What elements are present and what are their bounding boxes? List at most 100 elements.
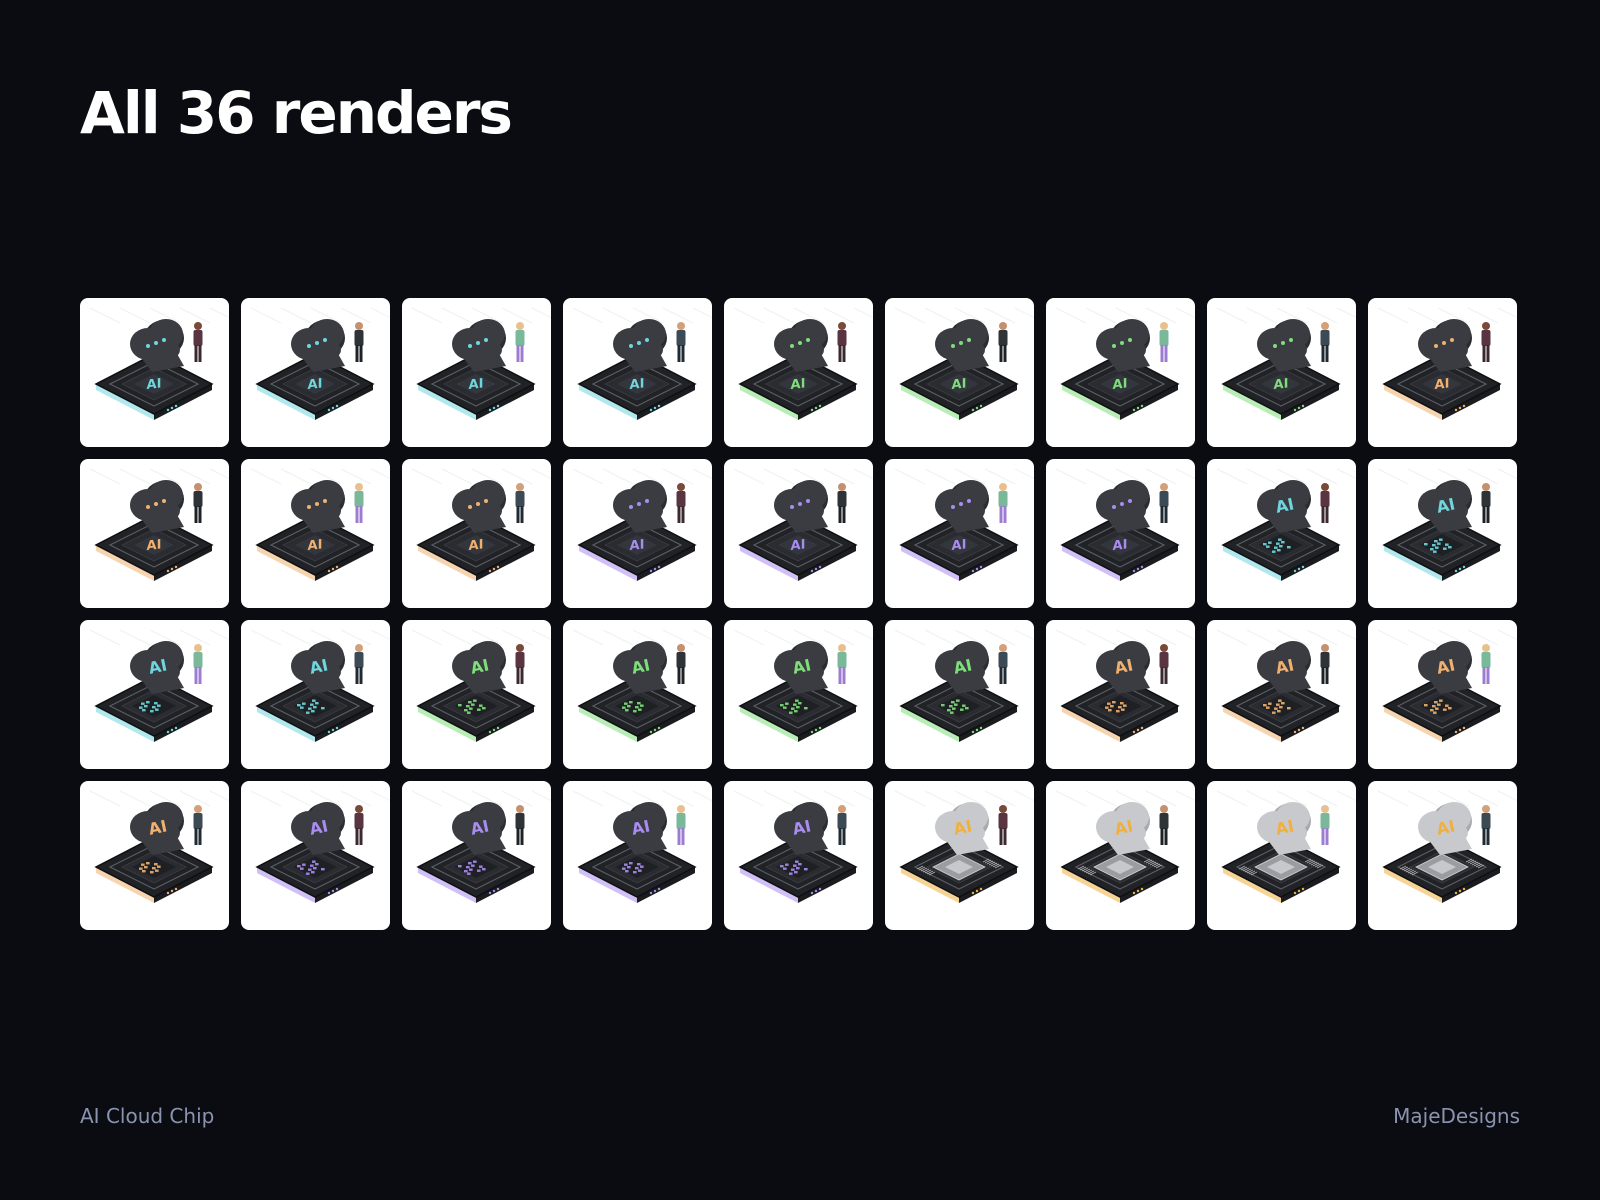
cloud-ai-label: AI (147, 816, 169, 838)
person-figure (998, 805, 1008, 845)
cloud-icon (291, 480, 345, 533)
cloud-icon (613, 480, 667, 533)
chip-illustration: AI (572, 790, 712, 903)
render-tile[interactable]: AI (563, 459, 712, 608)
render-tile[interactable]: AI (402, 620, 551, 769)
render-tile[interactable]: AI (241, 459, 390, 608)
cloud-icon (935, 480, 989, 533)
render-tile[interactable]: AI (80, 298, 229, 447)
chip-ai-label: AI (308, 376, 323, 393)
render-tile[interactable]: AI (885, 459, 1034, 608)
cloud-ai-label: AI (952, 816, 974, 838)
render-tile[interactable]: AI (1207, 781, 1356, 930)
render-tile[interactable]: AI (80, 781, 229, 930)
person-figure (837, 805, 847, 845)
render-tile[interactable]: AI (1368, 459, 1517, 608)
cloud-icon: AI (935, 641, 989, 694)
cloud-ai-label: AI (1435, 494, 1457, 516)
render-tile[interactable]: AI (80, 459, 229, 608)
chip-illustration: AI (1055, 790, 1195, 903)
cloud-ai-label: AI (469, 816, 491, 838)
cloud-ai-label: AI (1274, 816, 1296, 838)
render-tile[interactable]: AI (1368, 781, 1517, 930)
chip-illustration: AI (89, 307, 229, 420)
render-tile[interactable]: AI (1368, 620, 1517, 769)
render-tile[interactable]: AI (1368, 298, 1517, 447)
person-figure (1481, 483, 1491, 523)
chip-ai-label: AI (1274, 376, 1289, 393)
render-tile[interactable]: AI (402, 298, 551, 447)
render-tile[interactable]: AI (241, 298, 390, 447)
render-tile[interactable]: AI (402, 781, 551, 930)
cloud-ai-label: AI (952, 655, 974, 677)
render-tile[interactable]: AI (1046, 298, 1195, 447)
render-tile[interactable]: AI (1207, 459, 1356, 608)
render-tile[interactable]: AI (724, 298, 873, 447)
render-tile[interactable]: AI (724, 620, 873, 769)
render-tile[interactable]: AI (1046, 620, 1195, 769)
cloud-ai-label: AI (1274, 494, 1296, 516)
chip-illustration: AI (894, 307, 1034, 420)
render-tile[interactable]: AI (402, 459, 551, 608)
person-figure (1159, 322, 1169, 362)
chip-illustration: AI (572, 307, 712, 420)
cloud-icon (1418, 319, 1472, 372)
chip-illustration: AI (250, 790, 390, 903)
chip-illustration: AI (894, 468, 1034, 581)
chip-illustration: AI (1377, 790, 1517, 903)
person-figure (193, 805, 203, 845)
person-figure (193, 644, 203, 684)
cloud-icon: AI (130, 641, 184, 694)
cloud-icon: AI (1418, 480, 1472, 533)
person-figure (676, 483, 686, 523)
cloud-icon (452, 480, 506, 533)
cloud-icon: AI (1257, 480, 1311, 533)
cloud-icon: AI (613, 802, 667, 855)
chip-illustration: AI (733, 629, 873, 742)
cloud-icon: AI (291, 641, 345, 694)
chip-ai-label: AI (791, 376, 806, 393)
person-figure (837, 483, 847, 523)
render-tile[interactable]: AI (1046, 781, 1195, 930)
person-figure (193, 322, 203, 362)
render-tile[interactable]: AI (563, 781, 712, 930)
chip-illustration: AI (1055, 629, 1195, 742)
person-figure (515, 805, 525, 845)
render-tile[interactable]: AI (241, 781, 390, 930)
render-tile[interactable]: AI (80, 620, 229, 769)
cloud-icon (774, 480, 828, 533)
render-tile[interactable]: AI (885, 620, 1034, 769)
cloud-ai-label: AI (1435, 655, 1457, 677)
person-figure (1481, 644, 1491, 684)
cloud-icon (1257, 319, 1311, 372)
render-tile[interactable]: AI (885, 781, 1034, 930)
render-tile[interactable]: AI (1046, 459, 1195, 608)
render-tile[interactable]: AI (563, 298, 712, 447)
render-tile[interactable]: AI (241, 620, 390, 769)
cloud-ai-label: AI (469, 655, 491, 677)
cloud-icon (130, 319, 184, 372)
person-figure (1481, 322, 1491, 362)
cloud-icon (291, 319, 345, 372)
cloud-ai-label: AI (630, 655, 652, 677)
chip-illustration: AI (572, 629, 712, 742)
render-tile[interactable]: AI (1207, 620, 1356, 769)
chip-ai-label: AI (308, 537, 323, 554)
render-tile[interactable]: AI (724, 781, 873, 930)
person-figure (1320, 805, 1330, 845)
render-tile[interactable]: AI (724, 459, 873, 608)
chip-ai-label: AI (952, 376, 967, 393)
cloud-ai-label: AI (308, 655, 330, 677)
chip-ai-label: AI (1113, 376, 1128, 393)
person-figure (193, 483, 203, 523)
chip-illustration: AI (411, 790, 551, 903)
cloud-ai-label: AI (147, 655, 169, 677)
cloud-icon: AI (613, 641, 667, 694)
cloud-icon: AI (1096, 641, 1150, 694)
chip-ai-label: AI (630, 537, 645, 554)
render-tile[interactable]: AI (885, 298, 1034, 447)
person-figure (1320, 483, 1330, 523)
render-tile[interactable]: AI (563, 620, 712, 769)
render-tile[interactable]: AI (1207, 298, 1356, 447)
cloud-ai-label: AI (630, 816, 652, 838)
